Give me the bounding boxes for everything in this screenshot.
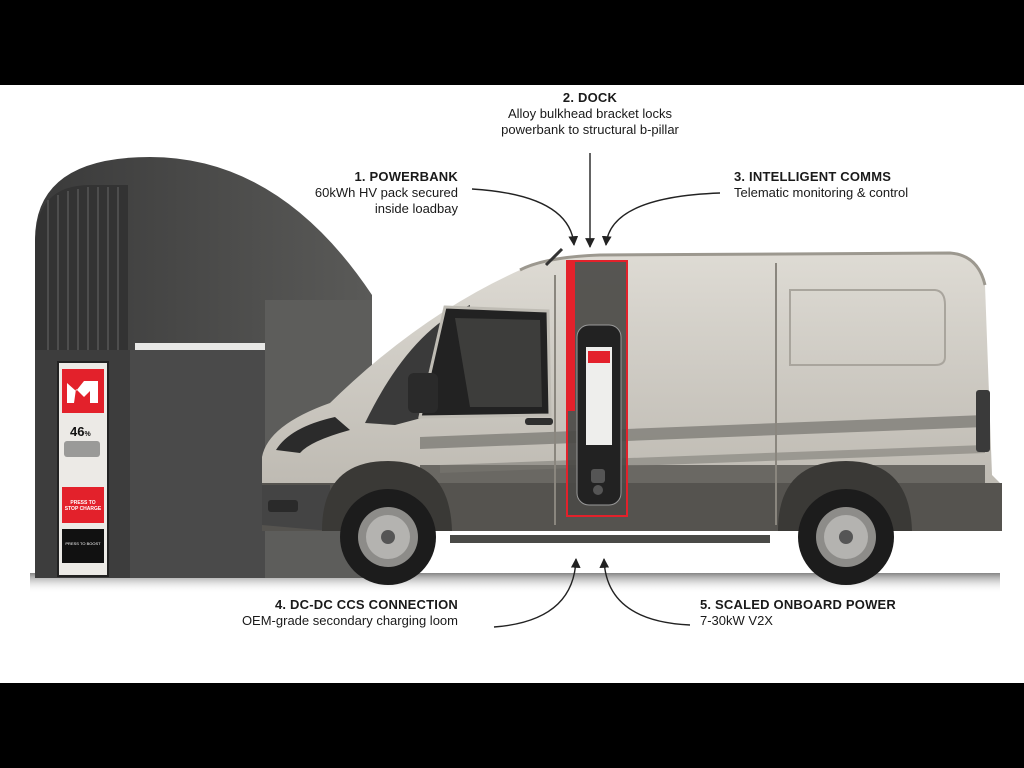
callout-title: 2. DOCK (562, 90, 618, 105)
powerbank-cutaway (566, 260, 628, 517)
side-mirror (408, 373, 438, 413)
stop-charge-button (62, 487, 104, 523)
stop-charge-label: PRESS TO STOP CHARGE (64, 500, 102, 512)
callout-dock: 2. DOCK Alloy bulkhead bracket locks pow… (470, 90, 710, 138)
callout-line: Alloy bulkhead bracket locks (507, 106, 673, 121)
callout-line: Telematic monitoring & control (734, 185, 909, 200)
arrow-icon (601, 192, 721, 246)
callout-title: 3. INTELLIGENT COMMS (734, 169, 892, 184)
callout-powerbank: 1. POWERBANK 60kWh HV pack secured insid… (282, 169, 458, 217)
arrows (471, 153, 721, 628)
charge-percent-value: 46 (70, 424, 85, 439)
rear-wheel (798, 489, 894, 585)
arrow-icon (471, 188, 579, 246)
callout-title: 4. DC-DC CCS CONNECTION (275, 597, 458, 612)
charge-percent-unit: % (84, 431, 91, 438)
diagram-artwork (30, 153, 1002, 628)
callout-title: 5. SCALED ONBOARD POWER (700, 597, 897, 612)
boost-button (62, 529, 104, 563)
arrow-icon (599, 558, 691, 626)
front-wheel (340, 489, 436, 585)
callout-title: 1. POWERBANK (354, 169, 458, 184)
callout-line: powerbank to structural b-pillar (501, 122, 679, 137)
arrow-icon (493, 558, 581, 628)
diagram-stage: 46% PRESS TO STOP CHARGE PRESS TO BOOST … (0, 85, 1024, 683)
van (262, 247, 1002, 585)
callout-line: 7-30kW V2X (700, 613, 773, 628)
letterbox-top (0, 0, 1024, 85)
charge-percent: 46% (70, 424, 91, 439)
callout-dc-dc-ccs: 4. DC-DC CCS CONNECTION OEM-grade second… (200, 597, 458, 629)
callout-intelligent-comms: 3. INTELLIGENT COMMS Telematic monitorin… (734, 169, 994, 201)
callout-line: OEM-grade secondary charging loom (241, 613, 458, 628)
callout-line: inside loadbay (374, 201, 458, 216)
callout-onboard-power: 5. SCALED ONBOARD POWER 7-30kW V2X (700, 597, 960, 629)
charger-kiosk (35, 157, 372, 578)
letterbox-bottom (0, 683, 1024, 768)
boost-label: PRESS TO BOOST (65, 541, 101, 546)
callout-line: 60kWh HV pack secured (314, 185, 458, 200)
